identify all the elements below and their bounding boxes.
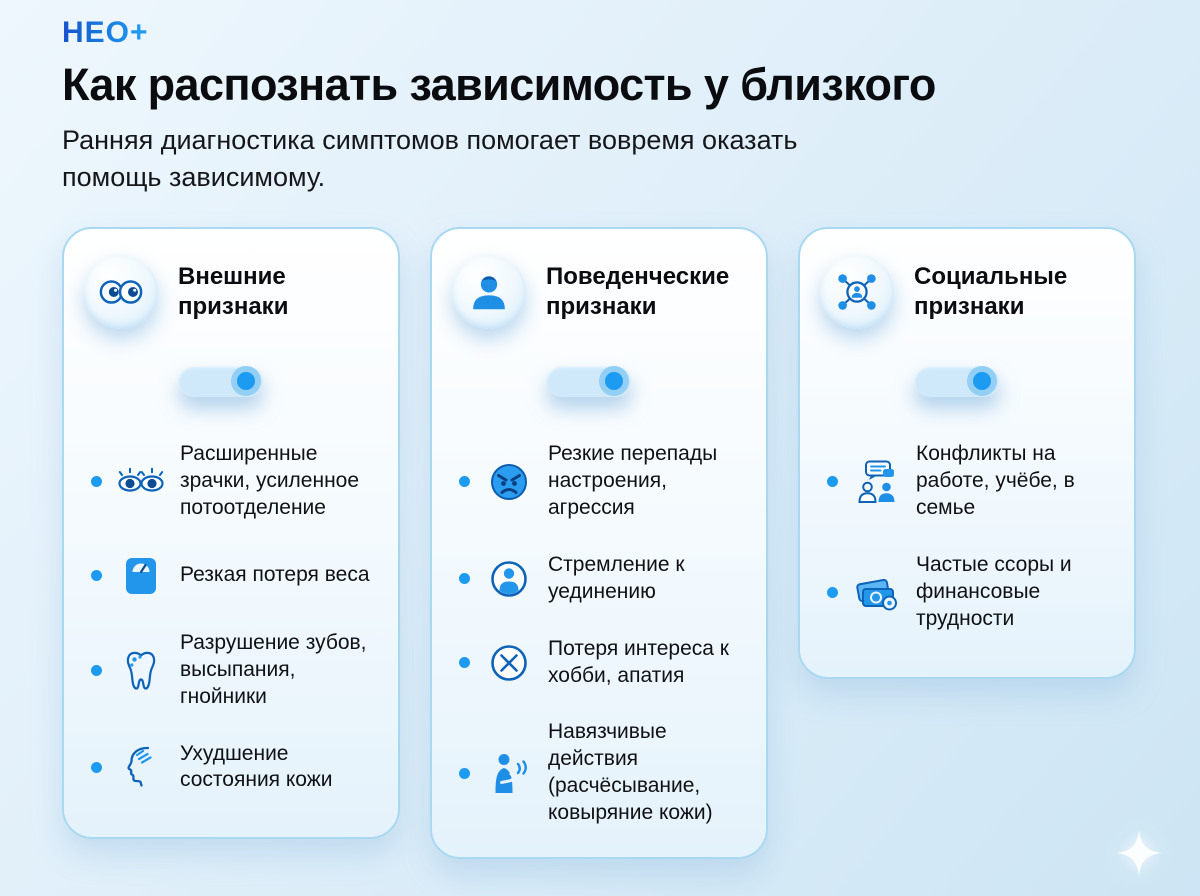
- list-item: Частые ссоры и финансовые трудности: [820, 552, 1114, 633]
- list-item: Потеря интереса к хобби, апатия: [452, 636, 746, 690]
- solitude-icon: [485, 555, 533, 603]
- signs-list: Резкие перепады настроения, агрессия Стр…: [452, 441, 746, 827]
- social-network-icon: [834, 269, 880, 315]
- cards-row: Внешние признаки Расширенные зрачки, уси…: [0, 227, 1200, 859]
- toggle-knob: [237, 372, 255, 391]
- list-item: Навязчивые действия (расчёсывание, ковыр…: [452, 719, 746, 827]
- list-item: Конфликты на работе, учёбе, в семье: [820, 441, 1114, 522]
- card-header: Поведенческие признаки: [452, 255, 746, 330]
- card-social-signs: Социальные признаки Конфликты на работе,…: [798, 227, 1136, 680]
- toggle-knob: [973, 372, 991, 391]
- eyes-icon: [98, 269, 144, 315]
- sparkle-icon: [1116, 830, 1162, 876]
- card-title: Социальные признаки: [914, 263, 1068, 321]
- bullet-dot: [90, 761, 102, 773]
- bullet-dot: [458, 657, 470, 669]
- person-icon: [466, 269, 512, 315]
- subtitle-line-1: Ранняя диагностика симптомов помогает во…: [62, 125, 798, 156]
- list-item-text: Резкие перепады настроения, агрессия: [548, 442, 718, 520]
- bullet-dot: [458, 573, 470, 585]
- subtitle-line-2: помощь зависимому.: [62, 161, 326, 192]
- toggle-behavioral-signs[interactable]: [546, 365, 632, 398]
- card-icon-badge: [820, 255, 894, 330]
- skin-profile-icon: [117, 743, 165, 791]
- bullet-dot: [458, 767, 470, 779]
- signs-list: Расширенные зрачки, усиленное потоотделе…: [84, 441, 378, 794]
- list-item-text: Потеря интереса к хобби, апатия: [548, 636, 729, 687]
- list-item-text: Навязчивые действия (расчёсывание, ковыр…: [548, 720, 713, 825]
- toggle-knob: [605, 372, 623, 391]
- list-item: Ухудшение состояния кожи: [84, 741, 378, 795]
- card-icon-badge: [84, 255, 158, 330]
- page-header: НЕО+ Как распознать зависимость у близко…: [0, 0, 1200, 195]
- toggle-external-signs[interactable]: [178, 365, 264, 398]
- list-item-text: Конфликты на работе, учёбе, в семье: [916, 442, 1075, 520]
- page-subtitle: Ранняя диагностика симптомов помогает во…: [62, 122, 1138, 195]
- list-item: Резкие перепады настроения, агрессия: [452, 441, 746, 522]
- list-item: Разрушение зубов, высыпания, гнойники: [84, 630, 378, 711]
- dilated-pupils-icon: [117, 458, 165, 506]
- card-header: Социальные признаки: [820, 255, 1114, 330]
- list-item-text: Разрушение зубов, высыпания, гнойники: [180, 630, 367, 708]
- bullet-dot: [826, 586, 838, 598]
- card-title: Внешние признаки: [178, 263, 289, 321]
- bullet-dot: [90, 570, 102, 582]
- card-header: Внешние признаки: [84, 255, 378, 330]
- lost-interest-icon: [485, 639, 533, 687]
- signs-list: Конфликты на работе, учёбе, в семье Част…: [820, 441, 1114, 632]
- money-icon: [853, 568, 901, 616]
- page-title: Как распознать зависимость у близкого: [62, 59, 936, 110]
- compulsive-actions-icon: [485, 749, 533, 797]
- card-title: Поведенческие признаки: [546, 263, 730, 321]
- toggle-social-signs[interactable]: [914, 365, 1000, 398]
- tooth-icon: [117, 646, 165, 694]
- list-item-text: Частые ссоры и финансовые трудности: [916, 552, 1072, 630]
- list-item: Расширенные зрачки, усиленное потоотделе…: [84, 441, 378, 522]
- card-icon-badge: [452, 255, 526, 330]
- bullet-dot: [826, 476, 838, 488]
- list-item: Резкая потеря веса: [84, 552, 378, 600]
- list-item-text: Ухудшение состояния кожи: [180, 741, 333, 792]
- angry-face-icon: [485, 458, 533, 506]
- card-behavioral-signs: Поведенческие признаки Резкие перепады н…: [430, 227, 768, 859]
- weight-scale-icon: [117, 552, 165, 600]
- bullet-dot: [458, 476, 470, 488]
- conflict-icon: [853, 458, 901, 506]
- list-item-text: Расширенные зрачки, усиленное потоотделе…: [180, 442, 360, 520]
- list-item-text: Стремление к уединению: [548, 552, 685, 603]
- brand-logo: НЕО+: [62, 16, 149, 49]
- card-external-signs: Внешние признаки Расширенные зрачки, уси…: [62, 227, 400, 840]
- list-item-text: Резкая потеря веса: [180, 563, 370, 587]
- list-item: Стремление к уединению: [452, 552, 746, 606]
- bullet-dot: [90, 476, 102, 488]
- bullet-dot: [90, 664, 102, 676]
